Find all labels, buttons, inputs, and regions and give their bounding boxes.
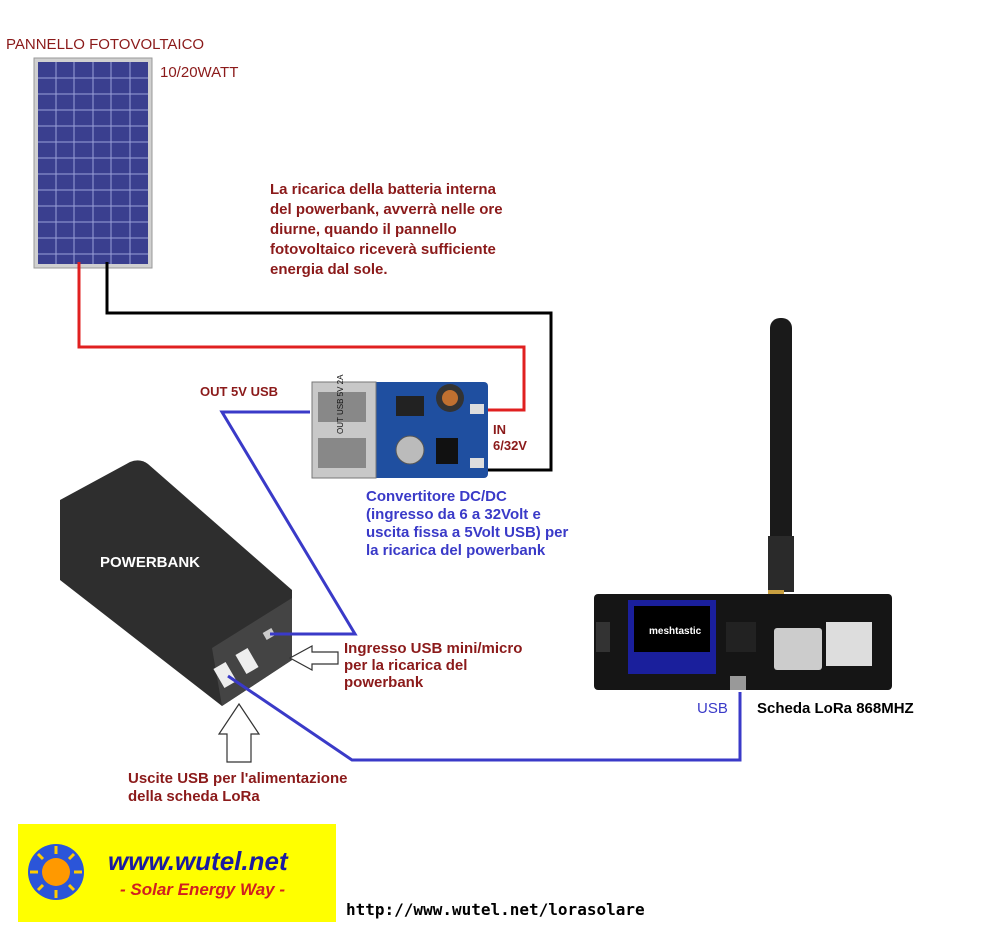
- charge-note-line: del powerbank, avverrà nelle ore: [270, 201, 503, 218]
- lora-screen-text: meshtastic: [649, 626, 702, 637]
- charge-note-line: fotovoltaico riceverà sufficiente: [270, 241, 496, 258]
- logo-tagline: - Solar Energy Way -: [120, 880, 286, 899]
- solar-panel: [33, 57, 153, 269]
- in-label: IN: [493, 422, 506, 437]
- usb-outputs-note-line: Uscite USB per l'alimentazione: [128, 770, 348, 787]
- blue-wire-lora: [227, 674, 742, 762]
- black-wire: [105, 262, 553, 472]
- converter-description-line: Convertitore DC/DC: [366, 488, 507, 505]
- blue-wire-out: [219, 410, 358, 636]
- lora-usb-label: USB: [697, 700, 728, 717]
- usb-outputs-note-line: della scheda LoRa: [128, 788, 260, 805]
- usb-input-note: Ingresso USB mini/micro per la ricarica …: [344, 640, 522, 691]
- usb-input-note-line: Ingresso USB mini/micro: [344, 640, 523, 657]
- charge-note-line: energia dal sole.: [270, 261, 388, 278]
- panel-title: PANNELLO FOTOVOLTAICO: [6, 36, 205, 53]
- dc-dc-converter: [311, 381, 488, 479]
- converter-description-line: uscita fissa a 5Volt USB) per: [366, 524, 569, 541]
- converter-chip-text: OUT USB 5V 2A: [336, 374, 345, 434]
- charge-note: La ricarica della batteria interna del p…: [270, 180, 503, 280]
- converter-description: Convertitore DC/DC (ingresso da 6 a 32Vo…: [366, 488, 568, 560]
- red-wire: [77, 262, 526, 412]
- powerbank-device: [60, 460, 292, 706]
- powerbank-label: POWERBANK: [100, 554, 200, 571]
- usb-outputs-note: Uscite USB per l'alimentazione della sch…: [128, 770, 347, 806]
- usb-input-note-line: per la ricarica del: [344, 657, 468, 674]
- lora-board-label: Scheda LoRa 868MHZ: [757, 700, 914, 717]
- out-5v-label: OUT 5V USB: [200, 384, 279, 399]
- usb-input-note-line: powerbank: [344, 674, 424, 691]
- converter-description-line: (ingresso da 6 a 32Volt e: [366, 506, 541, 523]
- arrow-left: [288, 644, 339, 672]
- arrow-up: [217, 702, 261, 763]
- charge-note-line: La ricarica della batteria interna: [270, 181, 496, 198]
- lora-board: [594, 318, 892, 690]
- converter-description-line: la ricarica del powerbank: [366, 542, 546, 559]
- site-url-link[interactable]: http://www.wutel.net/lorasolare: [346, 900, 645, 919]
- in-voltage-label: 6/32V: [493, 438, 527, 453]
- logo-site: www.wutel.net: [108, 846, 288, 876]
- charge-note-line: diurne, quando il pannello: [270, 221, 457, 238]
- wutel-logo: [18, 824, 336, 922]
- panel-power: 10/20WATT: [160, 64, 239, 81]
